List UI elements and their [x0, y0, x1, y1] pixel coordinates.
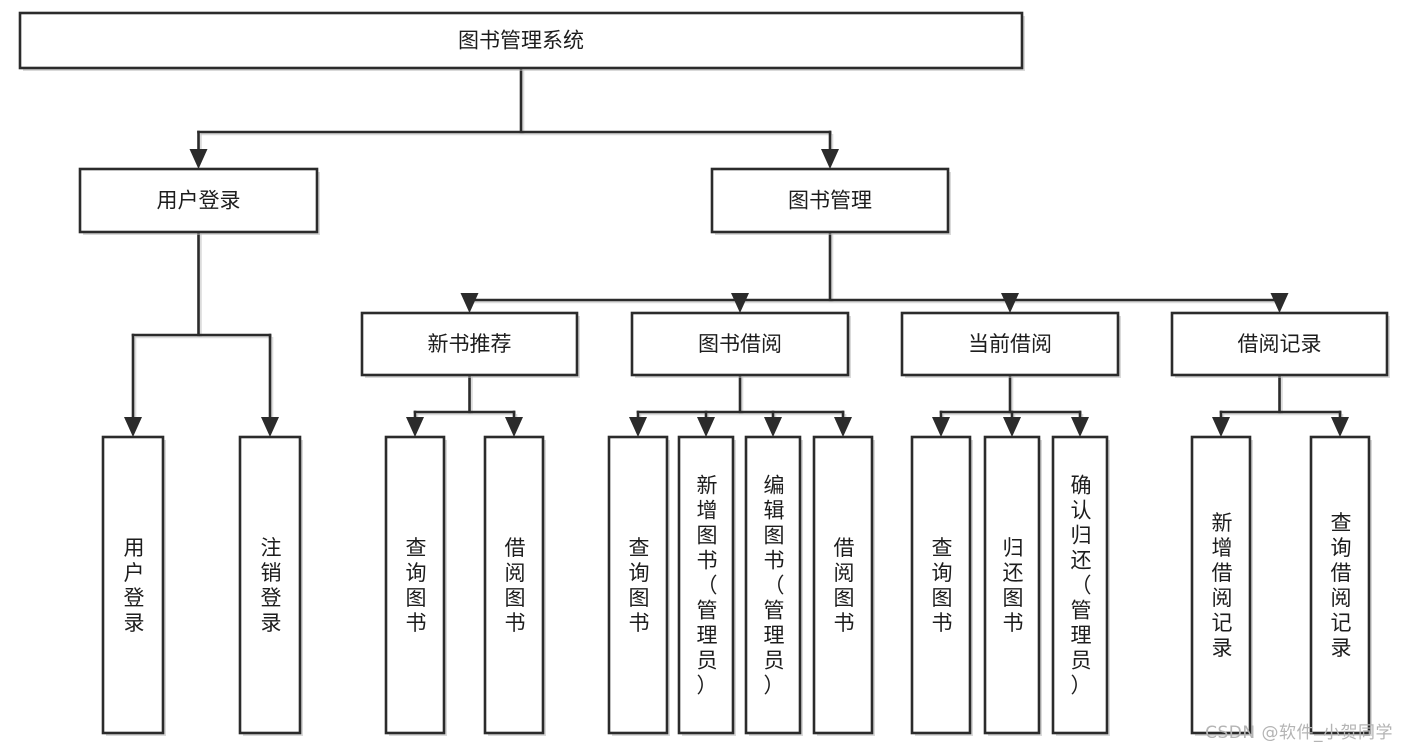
arrow-head-icon — [697, 417, 715, 437]
node-leaf-add-book[interactable]: 新增图书（管理员） — [677, 435, 736, 736]
node-label: 借阅图书 — [505, 536, 526, 635]
node-leaf-confirm-return[interactable]: 确认归还（管理员） — [1051, 435, 1110, 736]
node-label: 借阅记录 — [1238, 332, 1322, 356]
node-current-borrow[interactable]: 当前借阅 — [900, 311, 1121, 378]
arrow-head-icon — [764, 417, 782, 437]
node-book-borrow[interactable]: 图书借阅 — [630, 311, 851, 378]
arrow-head-icon — [1270, 293, 1289, 313]
node-box[interactable] — [710, 167, 950, 234]
arrow-head-icon — [1331, 417, 1349, 437]
node-label: 编辑图书（管理员） — [764, 474, 785, 698]
node-box[interactable] — [1051, 435, 1109, 735]
node-label: 用户登录 — [157, 189, 241, 213]
node-box[interactable] — [483, 435, 545, 735]
node-label: 新增图书（管理员） — [697, 474, 718, 698]
arrow-head-icon — [124, 417, 142, 437]
node-label: 归还图书 — [1003, 536, 1024, 635]
node-box[interactable] — [983, 435, 1041, 735]
node-label: 注销登录 — [261, 536, 282, 635]
node-box[interactable] — [360, 311, 579, 377]
node-new-book-rec[interactable]: 新书推荐 — [360, 311, 580, 378]
arrow-head-icon — [460, 293, 479, 313]
arrow-head-icon — [731, 293, 749, 313]
node-label: 查询图书 — [932, 536, 953, 635]
arrow-head-icon — [1003, 417, 1021, 437]
node-leaf-edit-book[interactable]: 编辑图书（管理员） — [744, 435, 803, 736]
node-label: 新书推荐 — [428, 332, 512, 356]
node-label: 用户登录 — [124, 536, 145, 635]
node-box[interactable] — [101, 435, 165, 735]
node-book-manage[interactable]: 图书管理 — [710, 167, 951, 235]
node-leaf-borrow-book-2[interactable]: 借阅图书 — [812, 435, 875, 736]
arrow-head-icon — [1212, 417, 1230, 437]
node-box[interactable] — [744, 435, 802, 735]
node-leaf-borrow-book-1[interactable]: 借阅图书 — [483, 435, 546, 736]
node-box[interactable] — [238, 435, 302, 735]
node-label: 查询借阅记录 — [1331, 511, 1352, 660]
node-leaf-query-record[interactable]: 查询借阅记录 — [1309, 435, 1372, 736]
node-box[interactable] — [900, 311, 1120, 377]
node-leaf-logout[interactable]: 注销登录 — [238, 435, 303, 736]
watermark-label: CSDN @软件_小贺同学 — [1205, 723, 1393, 743]
node-label: 图书管理 — [788, 189, 872, 213]
node-label: 新增借阅记录 — [1212, 511, 1233, 660]
arrow-head-icon — [261, 417, 279, 437]
node-box[interactable] — [677, 435, 735, 735]
node-label: 查询图书 — [629, 536, 650, 635]
node-box[interactable] — [384, 435, 446, 735]
node-label: 确认归还（管理员） — [1071, 474, 1092, 698]
arrow-head-icon — [834, 417, 852, 437]
node-box[interactable] — [1309, 435, 1371, 735]
node-label: 图书借阅 — [698, 332, 782, 356]
arrow-head-icon — [406, 417, 424, 437]
node-borrow-record[interactable]: 借阅记录 — [1170, 311, 1390, 378]
node-leaf-query-book-2[interactable]: 查询图书 — [607, 435, 670, 736]
node-box[interactable] — [1170, 311, 1389, 377]
node-label: 图书管理系统 — [458, 29, 584, 53]
node-leaf-query-book-3[interactable]: 查询图书 — [910, 435, 973, 736]
node-label: 借阅图书 — [834, 536, 855, 635]
arrow-head-icon — [629, 417, 647, 437]
node-box[interactable] — [78, 167, 319, 234]
node-root-图书管理系统[interactable]: 图书管理系统 — [18, 11, 1025, 71]
node-leaf-add-record[interactable]: 新增借阅记录 — [1190, 435, 1253, 736]
node-label: 当前借阅 — [968, 332, 1052, 356]
node-leaf-return-book[interactable]: 归还图书 — [983, 435, 1042, 736]
node-leaf-user-login[interactable]: 用户登录 — [101, 435, 166, 736]
node-user-login[interactable]: 用户登录 — [78, 167, 320, 235]
arrow-head-icon — [821, 149, 839, 169]
arrow-head-icon — [1001, 293, 1019, 313]
node-box[interactable] — [607, 435, 669, 735]
node-box[interactable] — [812, 435, 874, 735]
arrow-head-icon — [1071, 417, 1089, 437]
arrow-head-icon — [932, 417, 950, 437]
node-box[interactable] — [18, 11, 1024, 70]
node-box[interactable] — [630, 311, 850, 377]
node-label: 查询图书 — [406, 536, 427, 635]
node-box[interactable] — [910, 435, 972, 735]
connector-layer — [124, 66, 1349, 437]
node-leaf-query-book-1[interactable]: 查询图书 — [384, 435, 447, 736]
node-layer: 图书管理系统用户登录图书管理新书推荐图书借阅当前借阅借阅记录用户登录注销登录查询… — [18, 11, 1390, 736]
node-box[interactable] — [1190, 435, 1252, 735]
arrow-head-icon — [189, 149, 208, 169]
arrow-head-icon — [505, 417, 523, 437]
